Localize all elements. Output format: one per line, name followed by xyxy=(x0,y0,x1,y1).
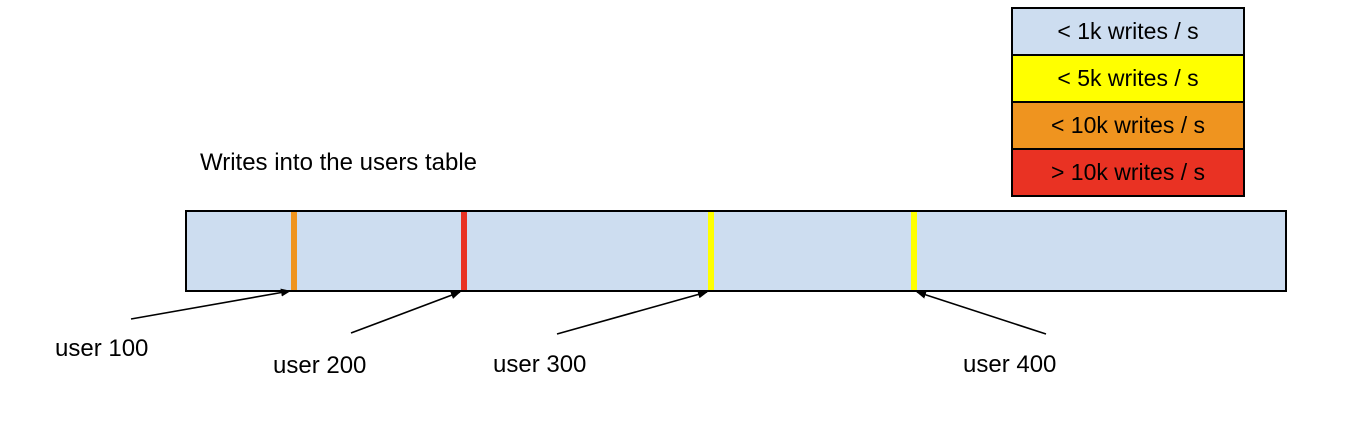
legend-item: < 10k writes / s xyxy=(1013,101,1243,148)
write-rate-marker xyxy=(461,212,467,290)
user-label: user 300 xyxy=(493,351,587,378)
arrow-line xyxy=(130,288,291,320)
user-label: user 100 xyxy=(55,335,149,362)
user-label: user 200 xyxy=(273,352,367,379)
diagram-title: Writes into the users table xyxy=(200,149,478,176)
legend-item: < 5k writes / s xyxy=(1013,54,1243,101)
write-rate-legend: < 1k writes / s< 5k writes / s< 10k writ… xyxy=(1011,7,1245,197)
arrow-line xyxy=(916,290,1047,335)
user-label: user 400 xyxy=(963,351,1057,378)
write-rate-marker xyxy=(911,212,917,290)
arrow-line xyxy=(350,291,461,334)
legend-item: < 1k writes / s xyxy=(1013,9,1243,54)
write-rate-marker xyxy=(708,212,714,290)
users-table-bar xyxy=(185,210,1287,292)
write-rate-marker xyxy=(291,212,297,290)
arrow-line xyxy=(556,290,708,335)
legend-item: > 10k writes / s xyxy=(1013,148,1243,195)
